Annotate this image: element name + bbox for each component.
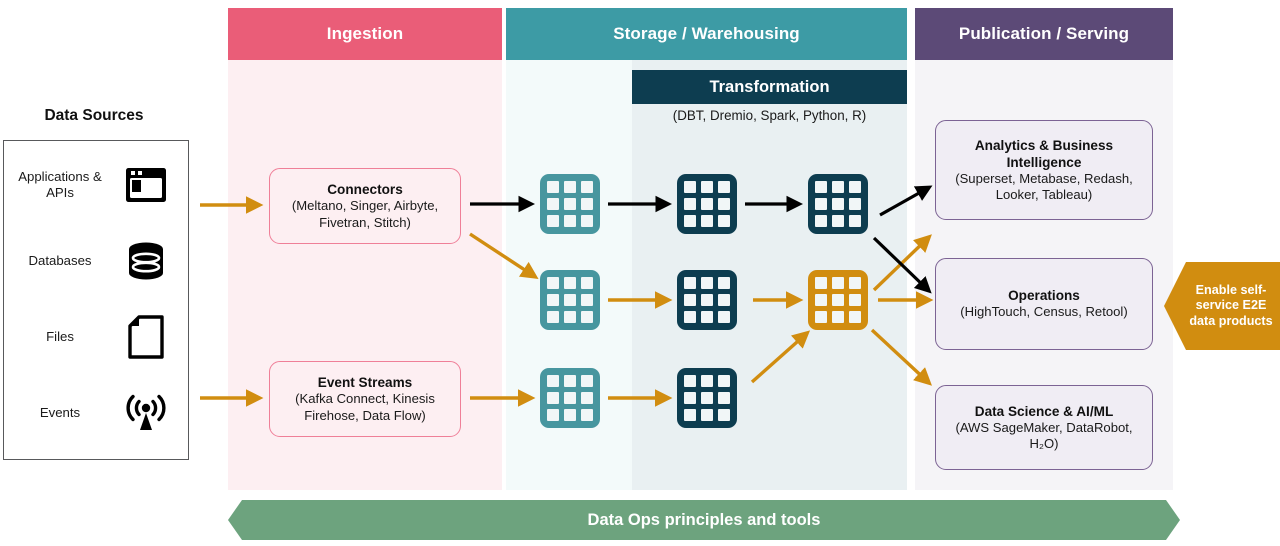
transformation-header: Transformation — [632, 70, 907, 104]
storage-grid-serve-row1 — [808, 174, 868, 234]
publication-box-operations-subtitle: (HighTouch, Census, Retool) — [960, 304, 1128, 320]
storage-grid-transform-row3 — [677, 368, 737, 428]
database-cylinder-icon — [116, 241, 176, 281]
bottom-banner-dataops: Data Ops principles and tools — [228, 500, 1180, 540]
storage-grid-landing-row1 — [540, 174, 600, 234]
data-source-label-events: Events — [39, 405, 81, 420]
bottom-banner-label: Data Ops principles and tools — [587, 510, 821, 529]
browser-window-icon — [116, 167, 176, 203]
column-header-publication-label: Publication / Serving — [958, 24, 1130, 43]
storage-grid-serve-row2 — [808, 270, 868, 330]
storage-grid-transform-row1 — [677, 174, 737, 234]
ingestion-box-connectors-title: Connectors — [327, 182, 403, 197]
data-source-item-events: Events — [4, 381, 190, 445]
broadcast-antenna-icon — [116, 392, 176, 434]
ingestion-box-connectors[interactable]: Connectors (Meltano, Singer, Airbyte, Fi… — [269, 168, 461, 244]
transformation-header-label: Transformation — [709, 77, 830, 96]
column-header-ingestion-label: Ingestion — [326, 24, 404, 43]
data-sources-panel: Applications & APIs Databases — [3, 140, 189, 460]
ingestion-box-event-streams-subtitle: (Kafka Connect, Kinesis Firehose, Data F… — [295, 391, 435, 423]
transformation-subtitle: (DBT, Dremio, Spark, Python, R) — [672, 108, 867, 123]
callout-label: Enable self-service E2E data products — [1189, 282, 1273, 328]
publication-box-operations[interactable]: Operations (HighTouch, Census, Retool) — [935, 258, 1153, 350]
publication-box-analytics-bi[interactable]: Analytics & Business Intelligence (Super… — [935, 120, 1153, 220]
data-source-label-files: Files — [46, 329, 74, 344]
ingestion-box-event-streams-title: Event Streams — [317, 375, 413, 390]
data-sources-title: Data Sources — [44, 107, 144, 124]
data-source-item-files: Files — [4, 305, 190, 369]
publication-box-data-science-aiml-title: Data Science & AI/ML — [974, 403, 1114, 419]
storage-grid-transform-row2 — [677, 270, 737, 330]
column-header-publication: Publication / Serving — [915, 8, 1173, 60]
data-source-label-databases: Databases — [28, 253, 92, 268]
storage-grid-landing-row3 — [540, 368, 600, 428]
storage-grid-landing-row2 — [540, 270, 600, 330]
column-header-storage: Storage / Warehousing — [506, 8, 907, 60]
data-source-item-applications-apis: Applications & APIs — [4, 153, 190, 217]
publication-box-analytics-bi-title: Analytics & Business Intelligence — [974, 137, 1114, 170]
ingestion-box-connectors-subtitle: (Meltano, Singer, Airbyte, Fivetran, Sti… — [291, 198, 439, 230]
publication-box-data-science-aiml-subtitle: (AWS SageMaker, DataRobot, H₂O) — [955, 419, 1133, 452]
callout-enable-self-service: Enable self-service E2E data products — [1164, 262, 1280, 350]
column-header-storage-label: Storage / Warehousing — [613, 24, 800, 43]
data-source-label-applications-apis: Applications & APIs — [18, 169, 102, 200]
file-document-icon — [116, 315, 176, 359]
publication-box-operations-title: Operations — [1008, 288, 1080, 304]
ingestion-box-event-streams[interactable]: Event Streams (Kafka Connect, Kinesis Fi… — [269, 361, 461, 437]
publication-box-data-science-aiml[interactable]: Data Science & AI/ML (AWS SageMaker, Dat… — [935, 385, 1153, 470]
publication-box-analytics-bi-subtitle: (Superset, Metabase, Redash, Looker, Tab… — [955, 170, 1133, 203]
data-source-item-databases: Databases — [4, 229, 190, 293]
column-header-ingestion: Ingestion — [228, 8, 502, 60]
